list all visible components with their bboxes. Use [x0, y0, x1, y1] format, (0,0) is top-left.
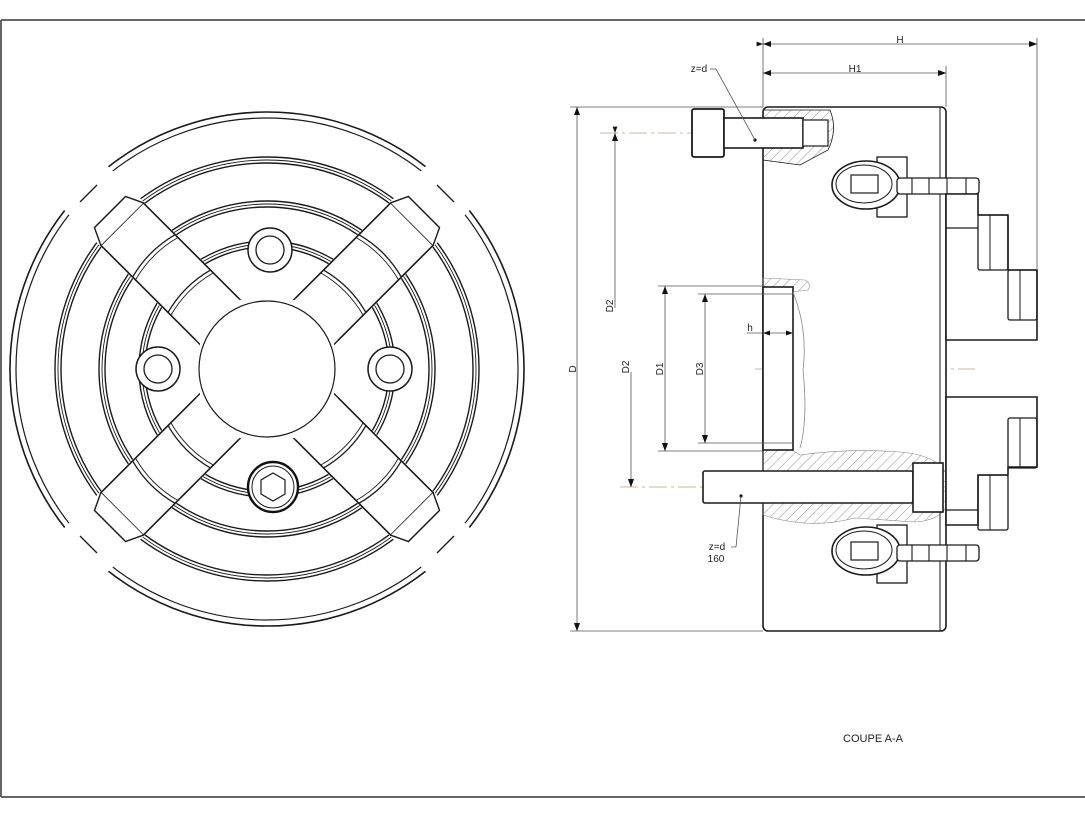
hex-key-socket	[246, 460, 300, 514]
dimension-labels: H H1 D D2 D2 D1 D3 h z=d z=d 160	[568, 35, 904, 565]
dim-D2-lower: D2	[621, 360, 632, 373]
section-view: H H1 D D2 D2 D1 D3 h z=d z=d 160	[568, 35, 1038, 632]
bolt-holes	[135, 227, 413, 392]
jaw-upper	[945, 193, 1038, 341]
dim-D2-upper: D2	[605, 299, 616, 312]
dim-D: D	[568, 365, 579, 372]
drawing-frame	[0, 19, 1085, 798]
section-title: COUPE A-A	[843, 733, 904, 745]
dim-H: H	[896, 35, 903, 46]
key-bottom	[831, 524, 980, 584]
spigot	[762, 286, 794, 451]
dim-h: h	[747, 323, 753, 334]
dim-D1: D1	[655, 362, 666, 375]
bolt-top	[600, 108, 830, 158]
key-top	[831, 156, 980, 218]
bolt-bottom	[620, 462, 945, 513]
callout-bottom-bolt-size: 160	[708, 554, 725, 565]
jaws	[62, 164, 472, 574]
jaw-lower	[945, 396, 1038, 531]
callout-bottom-bolt: z=d	[709, 542, 725, 553]
center-bore	[200, 300, 334, 438]
callout-top-bolt: z=d	[691, 64, 707, 75]
front-view	[9, 111, 525, 627]
dim-D3: D3	[695, 362, 706, 375]
dim-H1: H1	[849, 64, 862, 75]
